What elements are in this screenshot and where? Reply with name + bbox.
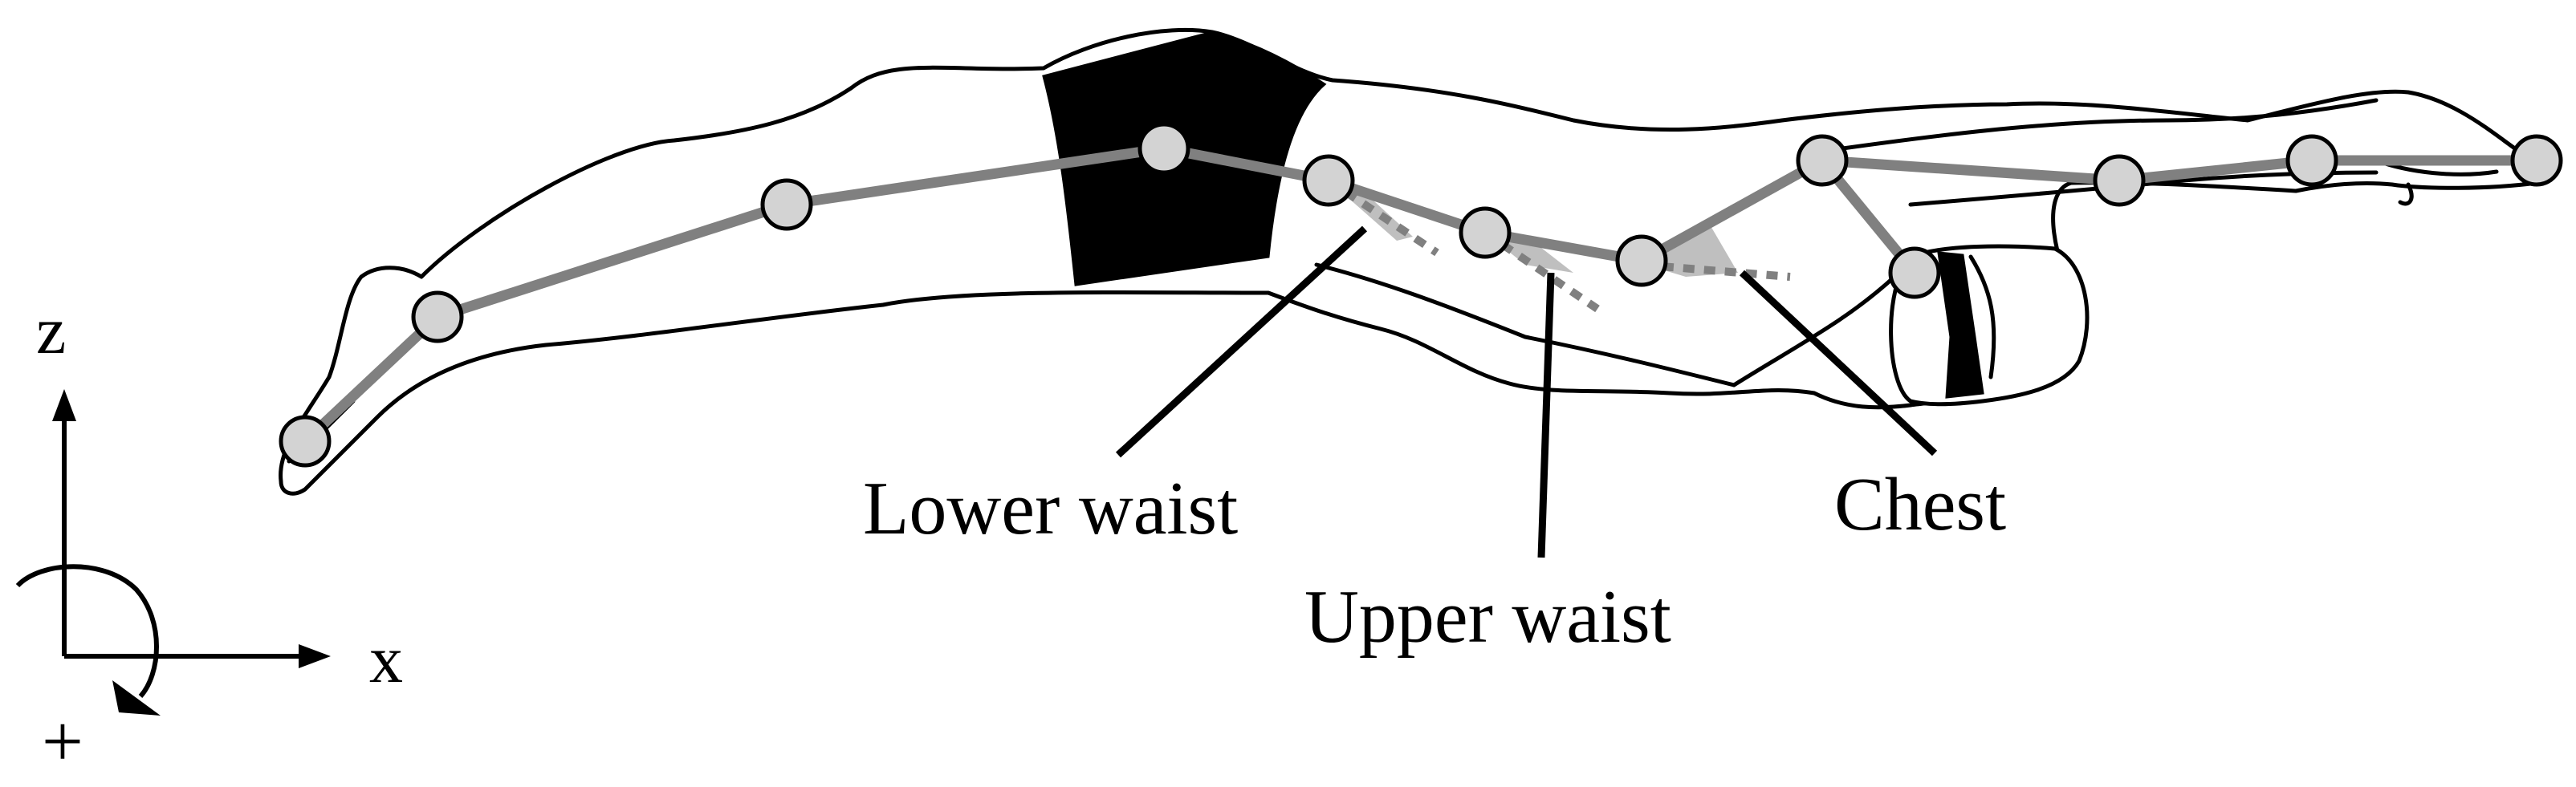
joint-upper-waist [1459, 206, 1512, 259]
x-axis-arrowhead [299, 644, 331, 668]
joint-lower-waist [1302, 154, 1355, 207]
counter-rotation-arrow-icon [112, 680, 161, 716]
chest-label: Chest [1834, 463, 2006, 546]
upper-waist-leader [1537, 272, 1555, 558]
joints [279, 122, 2563, 468]
goggle-strap [1937, 251, 1984, 399]
rotation-sign: + [42, 700, 83, 782]
segment-thigh [781, 143, 1170, 210]
x-axis-label: x [369, 623, 403, 697]
segment-forearm [2114, 155, 2318, 186]
joint-toe [279, 415, 332, 468]
upper-waist-label: Upper waist [1304, 575, 1671, 659]
head-outline [1889, 244, 2090, 407]
segment-upper-trunk [1636, 155, 1828, 266]
segment-mid-trunk [1479, 227, 1647, 266]
lower-waist-label: Lower waist [863, 467, 1238, 550]
chest-leader [1739, 270, 1938, 456]
segments [299, 143, 2542, 447]
segment-pelvis [1158, 143, 1334, 186]
lower-waist-leader [1115, 225, 1368, 458]
joint-wrist [2285, 134, 2338, 187]
z-axis-label: z [36, 294, 66, 368]
joint-elbow [2093, 154, 2146, 207]
swimmer-body-outline [279, 27, 2555, 496]
face-line [1968, 254, 1996, 379]
joint-chest [1615, 234, 1668, 287]
z-axis-arrowhead [52, 389, 76, 421]
joint-knee [760, 178, 813, 231]
coordinate-axes: z x + [15, 294, 403, 782]
segment-upper-arm [1817, 155, 2125, 186]
joint-ankle [411, 290, 464, 343]
segment-shank [432, 199, 792, 323]
arm-upper-line [1812, 98, 2379, 155]
segment-lower-trunk [1323, 175, 1491, 238]
joint-head [1888, 246, 1941, 299]
underarm-contour [1732, 274, 1897, 387]
joint-shoulder [1796, 134, 1849, 187]
rotation-arc [15, 564, 159, 698]
joint-hip [1137, 122, 1190, 175]
joint-fingertip [2510, 134, 2563, 187]
segment-foot-ankle [299, 311, 443, 447]
leader-lines [1115, 225, 1938, 558]
torso-contour [1314, 262, 1736, 387]
